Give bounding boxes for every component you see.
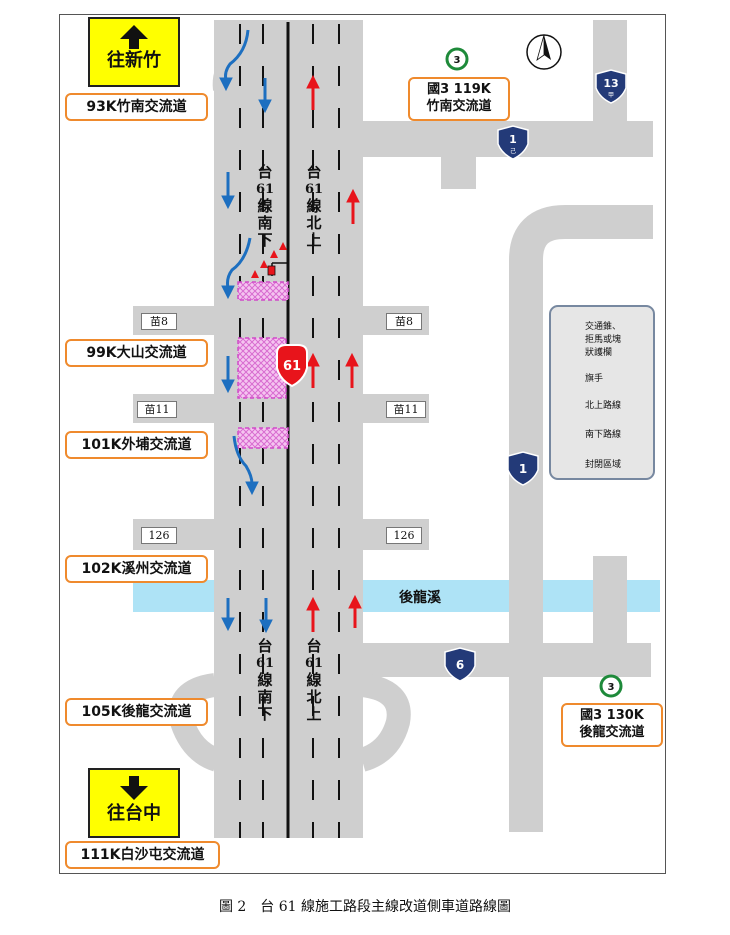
route-61-number: 61	[283, 359, 301, 374]
svg-text:3: 3	[454, 55, 461, 66]
north-direction-label: 往新竹	[107, 50, 161, 71]
legend-southbound: 南下路線	[585, 430, 622, 440]
road-label-miao11-west: 苗11	[137, 401, 177, 418]
freeway-3-shield-south-icon: 3	[599, 674, 623, 698]
road-label-126-west: 126	[141, 527, 177, 544]
svg-text:3: 3	[608, 682, 615, 693]
flagger-icon	[267, 262, 288, 276]
arrow-down-icon	[120, 786, 148, 800]
svg-text:甲: 甲	[608, 92, 614, 99]
interchange-93k: 93K竹南交流道	[65, 93, 208, 121]
interchange-105k: 105K後龍交流道	[65, 698, 208, 726]
route-13jia-shield-icon: 13 甲	[595, 69, 627, 104]
route-61-shield-icon: 61	[276, 344, 308, 388]
svg-text:13: 13	[603, 77, 618, 90]
legend-cones: 交通錐、拒馬或塊狀護欄	[585, 322, 622, 358]
map-frame	[59, 14, 666, 874]
road-label-miao8-east: 苗8	[386, 313, 422, 330]
svg-text:己: 己	[510, 148, 516, 155]
north-compass-icon	[526, 34, 562, 70]
northbound-arrows	[306, 74, 362, 632]
north-direction-sign: 往新竹	[88, 17, 180, 87]
freeway-3-shield-north-icon: 3	[445, 47, 469, 71]
freeway-interchange-119k: 國3 119K 竹南交流道	[408, 77, 510, 121]
svg-text:1: 1	[519, 462, 527, 476]
south-direction-label: 往台中	[107, 803, 161, 824]
route-1-road	[509, 205, 653, 832]
southbound-arrows	[219, 29, 273, 634]
traffic-cones	[251, 242, 287, 278]
south-direction-sign: 往台中	[88, 768, 180, 838]
arrow-up-icon	[120, 25, 148, 39]
route-1-shield-icon: 1	[507, 451, 539, 486]
interchange-102k: 102K溪州交流道	[65, 555, 208, 583]
legend-flagger: 旗手	[585, 374, 604, 384]
legend-closed: 封閉區域	[585, 460, 622, 470]
legend-panel: 交通錐、拒馬或塊狀護欄 旗手 北上路線 南下路線 封閉區域	[549, 305, 655, 480]
loop-ramp-east	[358, 673, 411, 772]
svg-text:6: 6	[456, 658, 464, 672]
svg-text:1: 1	[509, 133, 517, 146]
river-label: 後龍溪	[399, 590, 441, 606]
route-1ji-shield-icon: 1 己	[497, 125, 529, 160]
lane-markings	[239, 24, 340, 838]
figure-caption: 圖 2 台 61 線施工路段主線改道側車道路線圖	[218, 899, 512, 915]
road-label-miao11-east: 苗11	[386, 401, 426, 418]
interchange-99k: 99K大山交流道	[65, 339, 208, 367]
interchange-101k: 101K外埔交流道	[65, 431, 208, 459]
river-band	[133, 580, 660, 612]
route-6-shield-icon: 6	[444, 647, 476, 682]
legend-northbound: 北上路線	[585, 401, 622, 411]
road-label-126-east: 126	[386, 527, 422, 544]
freeway-interchange-130k: 國3 130K 後龍交流道	[561, 703, 663, 747]
road-label-miao8-west: 苗8	[141, 313, 177, 330]
interchange-111k: 111K白沙屯交流道	[65, 841, 220, 869]
